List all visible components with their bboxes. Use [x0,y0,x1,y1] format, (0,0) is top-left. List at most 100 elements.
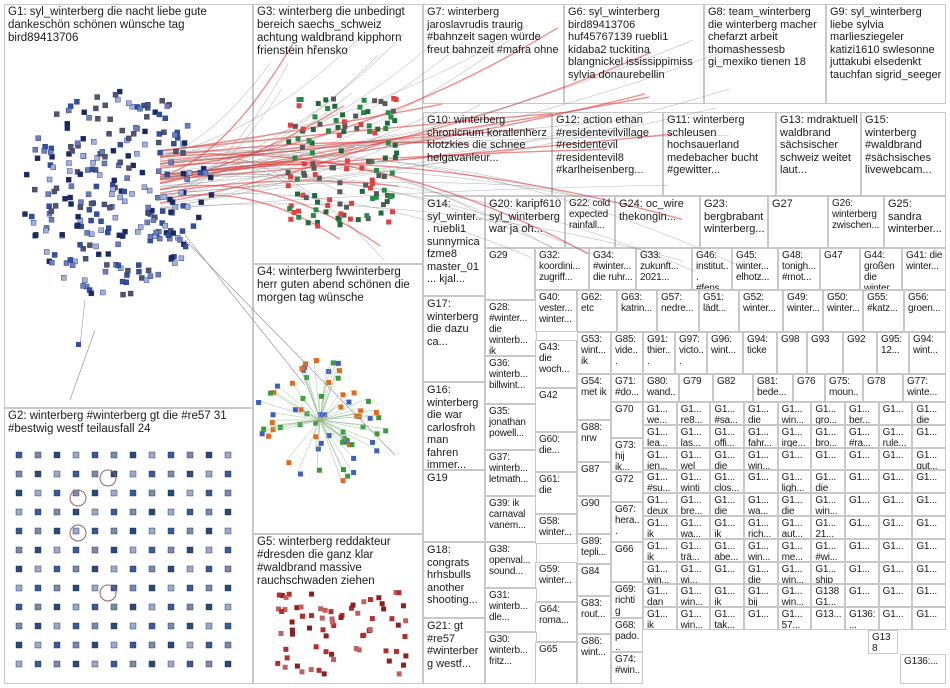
small-group-label: G1... [849,518,870,529]
small-group-label: G1... win... [680,609,704,630]
group-panel-g78: G78 [863,374,903,402]
group-label: G27 [772,198,793,210]
group-panel-g30: G30: winterb... fritz... [485,632,537,684]
group-panel-g58: G58: winter... [535,514,577,544]
group-label: G138 [872,632,891,654]
small-group-panel: G1... [878,538,913,562]
group-panel-g26: G26: winterberg zwischen... [828,196,884,248]
small-group-panel: G1... [912,584,946,608]
group-label: G55: #katz... [867,292,898,314]
group-label: G39: ik carnaval vanem... [489,498,528,531]
group-label: G50: winter... [827,292,860,314]
group-label: G93 [811,334,830,345]
group-label: G73: hij ik... [615,440,639,472]
small-group-label: G1... die [815,472,839,494]
group-label: G18: congrats hrhsbulls another shooting… [427,544,478,606]
group-label: G54: met ik [581,376,607,398]
group-label: G29 [489,250,508,261]
group-panel-g63: G63: katrin... [617,290,657,332]
small-group-panel: G1... wi... [676,561,711,585]
small-group-panel: G1... bij [744,584,778,608]
small-group-label: G1... wa... [748,495,772,516]
group-panel-g6: G6: syl_winterberg bird89413706 huf45767… [564,4,704,104]
group-label: G13: mdraktuell waldbrand sächsischer sc… [780,114,861,176]
group-label: G49: winter... [787,292,820,314]
small-group-label: G1... ik [714,586,738,608]
group-panel-g47: G47 [820,248,860,290]
small-group-label: G1... trä... [680,540,704,562]
group-panel-g45: G45: winter... elhotz... [732,248,778,290]
small-group-panel: G1... ik [643,607,677,630]
small-group-label: G1... bre... [680,495,704,516]
group-label: G41: die winter... [906,250,945,272]
small-group-label: G1... rule... [882,426,907,448]
small-group-label: G1... ik [647,540,671,562]
small-group-panel: G1... [878,470,913,494]
small-group-panel: G1... aut... [777,516,812,539]
small-group-panel: G1... rule... [878,424,913,448]
small-group-panel: G1... trä... [676,538,711,562]
group-label: G57: nedre... [661,292,694,314]
small-group-panel: G1... jen... [643,447,677,471]
group-panel-g56: G56: groen... [904,290,946,332]
small-group-panel: G1... gut... [912,447,946,471]
group-label: G16: winterberg die war carlosfroh man f… [427,384,482,470]
group-label: G40: vester... winter... [539,292,575,325]
small-group-label: G1... [849,563,870,575]
group-label: G28: #winter... die winterb... ik [489,302,531,356]
group-label: G76 [797,376,816,387]
small-group-panel: G1... [845,561,879,585]
small-group-label: G1... gro... [815,404,839,425]
group-panel-g65: G65 [535,642,577,684]
small-group-label: G1... [882,449,904,461]
group-panel-g86: G86: wint... [577,634,611,684]
group-panel-g9: G9: syl_winterberg liebe sylvia marliesz… [826,4,946,104]
small-group-label: G1... offi... [714,426,738,448]
small-group-panel: G1... [878,402,913,425]
group-label: G21: gt #re57 #winterberg westf... [427,620,479,670]
small-group-label: G1... [781,449,803,461]
group-panel-g91: G91: thier... [643,332,675,374]
group-panel-g23: G23: bergbrabant winterberg... [700,196,768,248]
group-panel-g31: G31: winterb... dle... [485,588,537,632]
group-panel-g87: G87 [577,462,611,496]
small-group-panel: G1... [811,447,845,471]
group-panel-g48: G48: tonigh... #mot... [778,248,820,290]
group-panel-g136: G136:... [900,654,946,684]
small-group-panel: G1... bro... [811,424,845,448]
group-label: G43: die woch... [539,342,570,375]
group-label: G90 [581,498,600,509]
group-panel-g55: G55: #katz... [863,290,904,332]
group-label: G26: winterberg zwischen... [832,198,880,231]
small-group-label: G1... [849,586,870,598]
group-panel-g95: G95: 12... [877,332,909,374]
group-panel-g77: G77: winte... [903,374,946,402]
small-group-label: G1... gut... [916,449,940,471]
group-panel-g8: G8: team_winterberg die winterberg mache… [704,4,826,104]
small-group-label: G1... [916,426,938,438]
group-label: G61: die [539,474,563,496]
group-label: G69: richtig [615,584,639,617]
small-group-label: G1... ber... [849,404,873,425]
group-label: G25: sandra winterber... [888,198,942,235]
small-group-label: G1... [748,472,769,484]
group-label: G87 [581,464,600,475]
group-label: G89: tepli... [581,536,607,558]
group-panel-g44: G44: großen die winter... [860,248,902,290]
small-group-label: G1... [882,609,904,621]
group-label: G65 [539,644,558,655]
group-label: G71: #do... [615,376,639,398]
group-panel-g39: G39: ik carnaval vanem... [485,496,537,542]
group-panel-g73: G73: hij ik... [611,438,643,472]
small-group-panel: G1... [845,584,879,608]
small-group-label: G1... las... [680,426,704,448]
group-label: G10: winterberg chronicnum korallenherz … [427,114,550,164]
group-label: G96: wint... [711,334,736,356]
small-group-label: G1... tak... [714,609,738,630]
small-group-panel: G1... [878,493,913,516]
small-group-label: G1... win... [815,495,839,516]
group-panel-g2: G2: winterberg #winterberg gt die #re57 … [4,408,253,684]
group-panel-g4: G4: winterberg fwwinterberg herr guten a… [253,264,423,534]
small-group-label: G1... die [714,449,738,471]
group-panel-g37: G37: winterb... letmath... [485,450,537,496]
